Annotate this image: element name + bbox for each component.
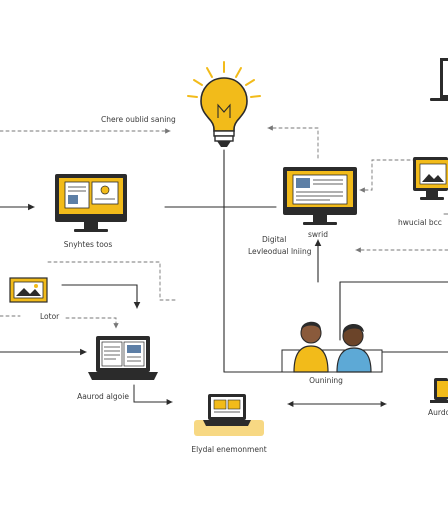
label-leveledual: Levleodual lniing: [248, 247, 312, 256]
top-right-monitor-icon: [430, 58, 448, 101]
center-laptop-icon: [194, 394, 264, 436]
image-card-icon: [9, 277, 48, 303]
dashed-far-right: [359, 159, 441, 193]
label-digital: Digital: [262, 235, 287, 244]
right-monitor-icon: [283, 167, 357, 225]
left-monitor-icon: [55, 174, 127, 232]
dashed-card-loop: [47, 261, 177, 301]
label-people: Ounining: [309, 376, 343, 385]
dashed-lotor-right: [65, 317, 119, 329]
people-icon: [281, 321, 383, 373]
label-left-screen: Snyhtes toos: [63, 240, 113, 249]
dashed-right-to-bulb: [267, 125, 319, 159]
label-right-screen: swrid: [308, 230, 328, 239]
label-center-screen: Elydal enemonment: [191, 445, 267, 454]
arrow-card-to-laptop: [61, 284, 141, 309]
lightbulb-icon: [187, 61, 261, 147]
arrow-laptop-down: [133, 384, 173, 405]
right-edge-laptop-icon: [430, 378, 448, 403]
label-laptop-left: Aaurod algoie: [77, 392, 129, 401]
label-idea-caption: Chere oublid saning: [101, 115, 176, 124]
far-right-monitor-icon: [413, 157, 448, 200]
left-laptop-icon: [88, 336, 158, 380]
connectors: [0, 125, 448, 407]
label-far-right: hwucial bcc: [398, 218, 442, 227]
label-small-card: Lotor: [40, 312, 60, 321]
label-right-edge: Aurdo: [428, 408, 448, 417]
